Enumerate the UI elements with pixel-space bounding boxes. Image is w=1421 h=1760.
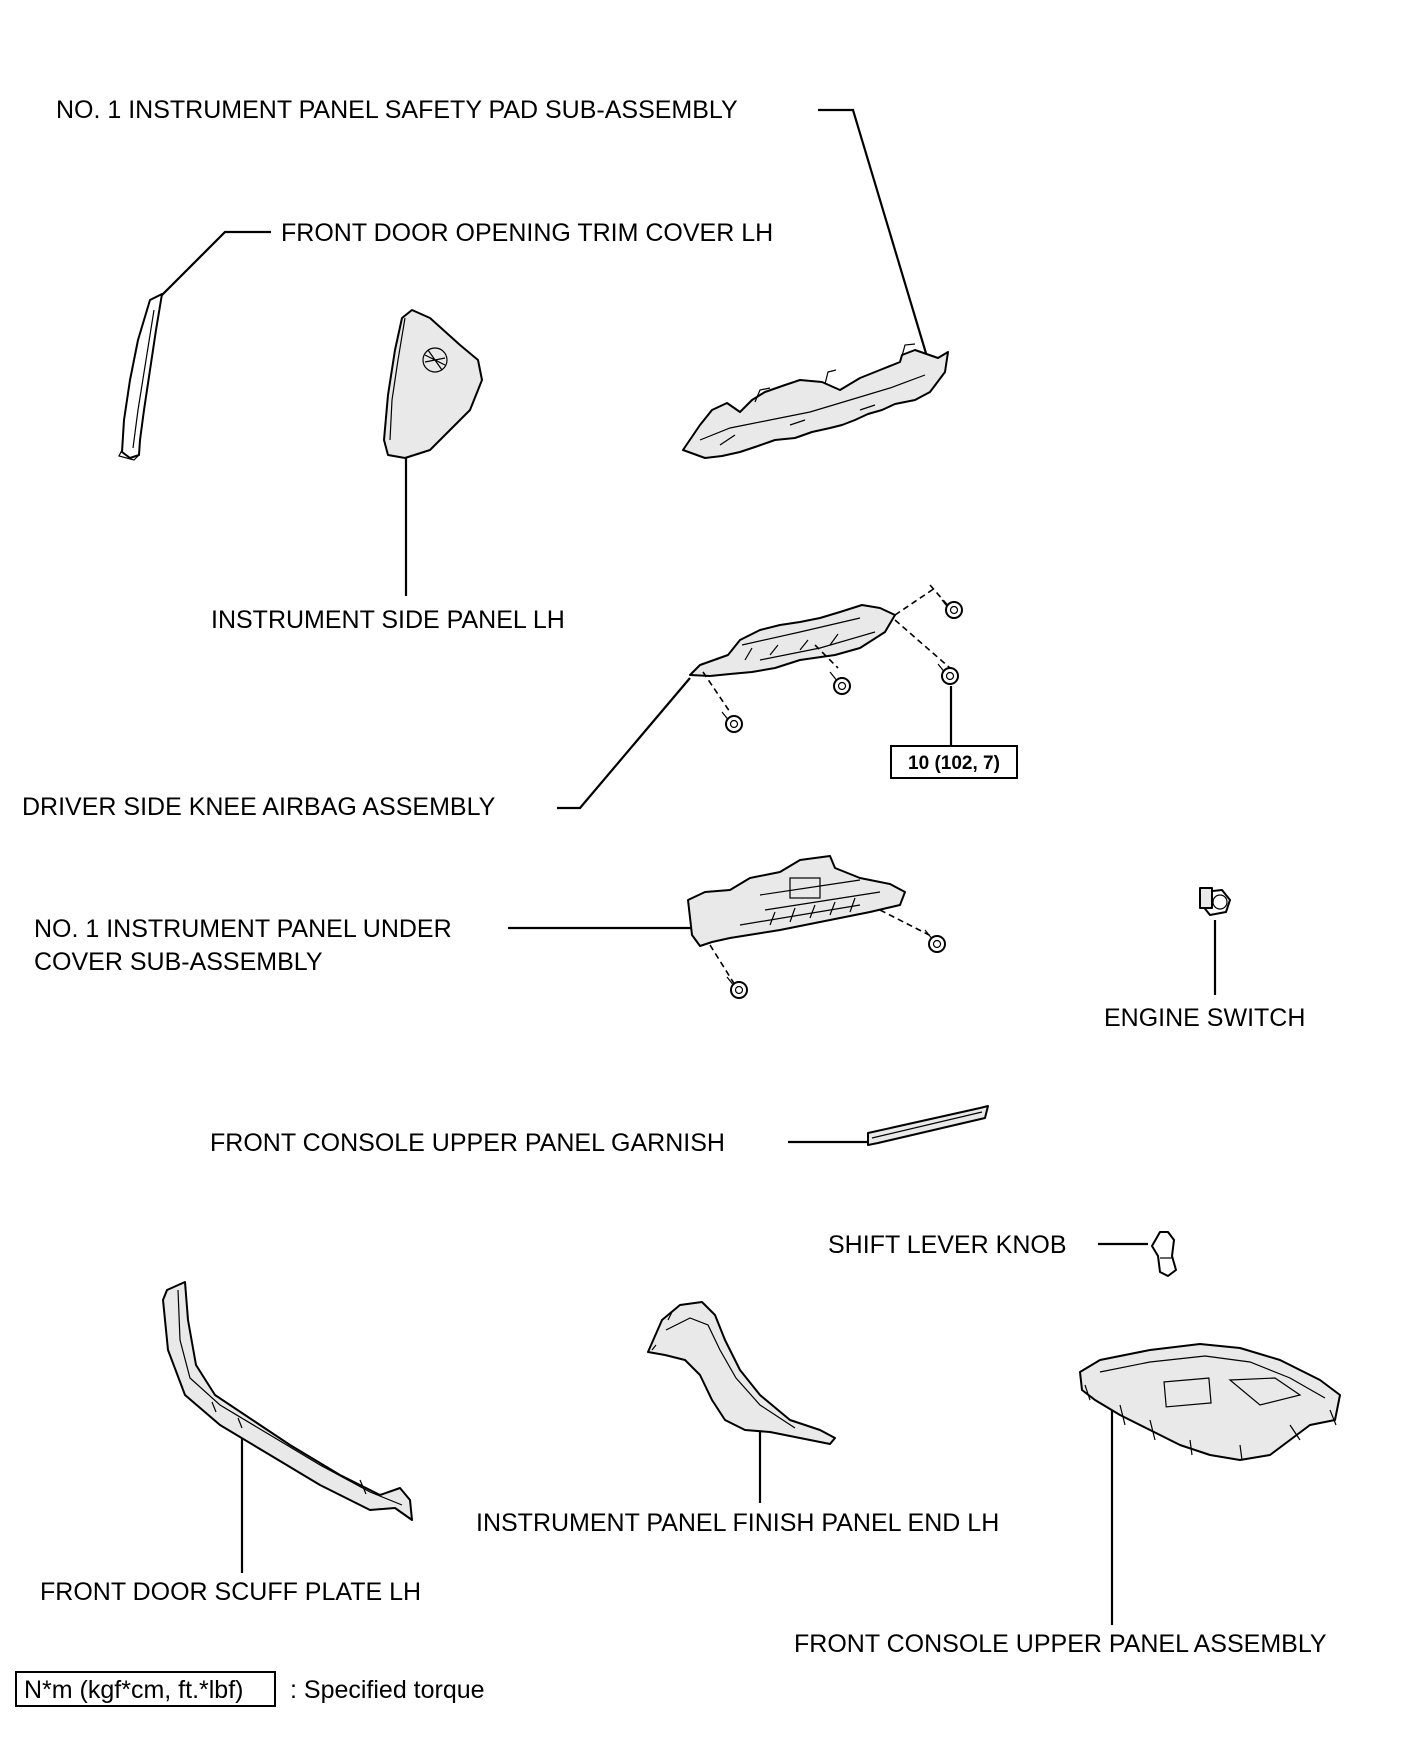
label-garnish: FRONT CONSOLE UPPER PANEL GARNISH xyxy=(210,1129,725,1157)
label-console-panel: FRONT CONSOLE UPPER PANEL ASSEMBLY xyxy=(794,1630,1327,1658)
leader-knee-airbag xyxy=(557,677,691,810)
bolt-icon xyxy=(941,599,963,619)
legend-box-text: N*m (kgf*cm, ft.*lbf) xyxy=(24,1676,243,1704)
console-panel-part xyxy=(1079,1343,1341,1461)
label-engine-switch: ENGINE SWITCH xyxy=(1104,1004,1305,1032)
scuff-plate-part xyxy=(162,1281,413,1521)
dash-bolt-6 xyxy=(709,944,736,986)
legend-box xyxy=(15,1671,276,1707)
bolt-icon xyxy=(937,663,959,685)
label-side-panel: INSTRUMENT SIDE PANEL LH xyxy=(211,606,565,634)
under-cover-part xyxy=(687,855,906,947)
side-panel-part xyxy=(383,309,483,459)
safety-pad-part xyxy=(682,343,949,459)
dash-bolt-5 xyxy=(879,909,936,939)
dash-bolt-2 xyxy=(894,619,951,669)
legend-text: : Specified torque xyxy=(290,1676,485,1704)
dash-bolt-3 xyxy=(814,644,839,669)
leader-door-trim xyxy=(159,230,271,298)
bolt-icon xyxy=(726,976,748,999)
torque-value: 10 (102, 7) xyxy=(908,753,1000,774)
label-scuff-plate: FRONT DOOR SCUFF PLATE LH xyxy=(40,1578,421,1606)
torque-box xyxy=(890,745,1018,779)
shift-knob-part xyxy=(1151,1231,1177,1277)
bolt-icon xyxy=(721,711,743,733)
bolt-icon xyxy=(924,929,946,953)
label-under-cover-1: NO. 1 INSTRUMENT PANEL UNDER xyxy=(34,915,452,943)
label-door-trim: FRONT DOOR OPENING TRIM COVER LH xyxy=(281,219,773,247)
dash-bolt-4 xyxy=(702,671,731,713)
label-shift-knob: SHIFT LEVER KNOB xyxy=(828,1231,1067,1259)
engine-switch-part xyxy=(1199,887,1231,916)
label-under-cover-2: COVER SUB-ASSEMBLY xyxy=(34,948,323,976)
finish-panel-part xyxy=(647,1301,836,1445)
trim-cover-part xyxy=(118,293,163,461)
label-finish-panel: INSTRUMENT PANEL FINISH PANEL END LH xyxy=(476,1509,999,1537)
knee-airbag-part xyxy=(689,604,896,677)
dash-bolt-1 xyxy=(929,584,951,609)
dash-bolt-1b xyxy=(894,587,936,616)
label-safety-pad: NO. 1 INSTRUMENT PANEL SAFETY PAD SUB-AS… xyxy=(56,96,738,124)
garnish-part xyxy=(867,1105,989,1146)
leader-safety-pad xyxy=(818,108,930,361)
bolt-icon xyxy=(829,671,851,695)
label-knee-airbag: DRIVER SIDE KNEE AIRBAG ASSEMBLY xyxy=(22,793,496,821)
